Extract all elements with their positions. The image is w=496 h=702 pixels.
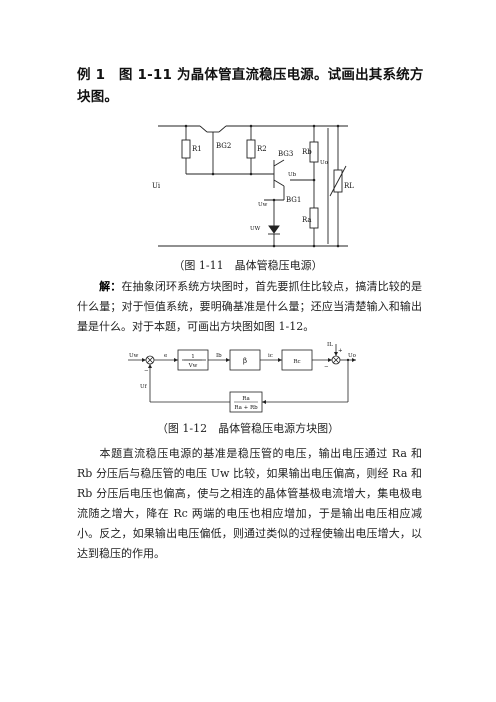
block1-denominator: Vw bbox=[188, 363, 198, 369]
signal-ic: ic bbox=[268, 353, 273, 359]
sign-minus-1: − bbox=[144, 368, 149, 374]
sign-minus-2: − bbox=[324, 364, 329, 370]
solution-paragraph: 解：在抽象闭环系统方块图时，首先要抓住比较点，搞清比较的是什么量；对于恒值系统，… bbox=[77, 277, 422, 337]
label-uw-zener: UW bbox=[250, 226, 261, 232]
block3-label: Rc bbox=[293, 359, 300, 365]
label-bg2: BG2 bbox=[216, 142, 231, 150]
block2-label: β bbox=[243, 357, 247, 365]
label-ra: Ra bbox=[302, 216, 312, 224]
example-title: 例 1 图 1-11 为晶体管直流稳压电源。试画出其系统方块图。 bbox=[77, 67, 424, 105]
sign-plus: + bbox=[338, 348, 343, 354]
signal-input: Uw bbox=[129, 353, 139, 359]
solution-label: 解： bbox=[99, 280, 122, 293]
solution-text: 在抽象闭环系统方块图时，首先要抓住比较点，搞清比较的是什么量；对于恒值系统，要明… bbox=[77, 280, 423, 333]
signal-io: IL bbox=[327, 342, 333, 348]
label-ub: Ub bbox=[288, 172, 297, 178]
label-uo: Uo bbox=[320, 160, 329, 166]
block1-numerator: 1 bbox=[191, 354, 195, 360]
label-r2: R2 bbox=[257, 145, 267, 153]
figure-1-11-caption: （图 1-11 晶体管稳压电源） bbox=[173, 259, 323, 272]
feedback-numerator: Ra bbox=[242, 396, 250, 402]
signal-e: e bbox=[164, 353, 167, 359]
figure-1-12-caption: （图 1-12 晶体管稳压电源方块图） bbox=[156, 422, 340, 435]
signal-uo: Uo bbox=[348, 353, 357, 359]
label-rb: Rb bbox=[302, 148, 312, 156]
signal-ib: Ib bbox=[216, 353, 222, 359]
block-diagram: 1 Vw β Rc Ra Ra + Rb Uw e Ib ic Uo IL Uf… bbox=[128, 342, 357, 413]
label-bg1: BG1 bbox=[286, 196, 301, 204]
signal-uf: Uf bbox=[140, 384, 148, 390]
label-r1: R1 bbox=[192, 145, 202, 153]
explanation-paragraph: 本题直流稳压电源的基准是稳压管的电压，输出电压通过 Ra 和 Rb 分压后与稳压… bbox=[77, 444, 422, 564]
label-bg3: BG3 bbox=[278, 150, 293, 158]
feedback-denominator: Ra + Rb bbox=[234, 405, 258, 411]
explanation-text: 本题直流稳压电源的基准是稳压管的电压，输出电压通过 Ra 和 Rb 分压后与稳压… bbox=[77, 447, 422, 560]
label-rl: RL bbox=[344, 182, 354, 190]
label-ui: Ui bbox=[152, 182, 161, 190]
label-uw: Uw bbox=[258, 202, 268, 208]
circuit-diagram: Ui R1 BG2 R2 BG3 Ub BG1 Uw UW Rb Ra Uo R… bbox=[152, 124, 354, 248]
